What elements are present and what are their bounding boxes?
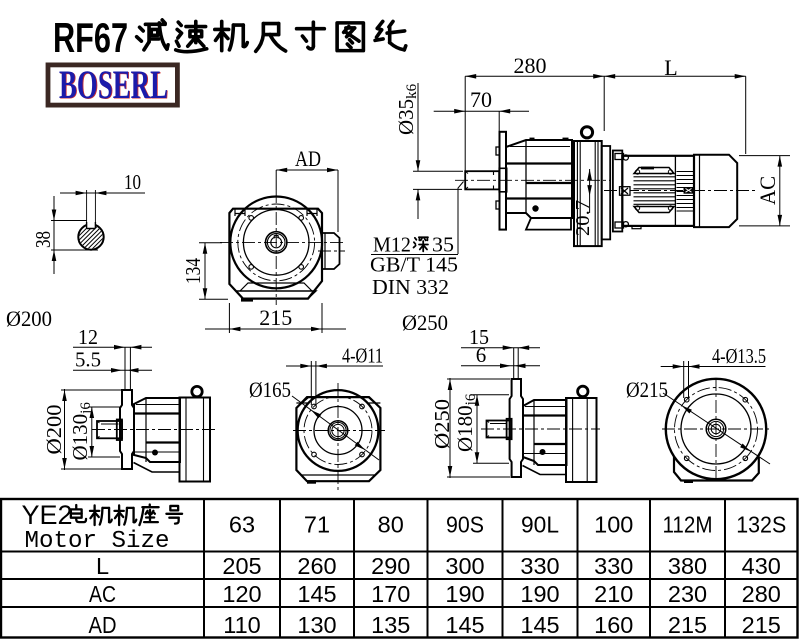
svg-text:Ø250: Ø250 [402, 310, 448, 335]
svg-text:135: 135 [371, 612, 410, 638]
svg-text:215: 215 [742, 612, 781, 638]
svg-text:134: 134 [181, 258, 205, 284]
svg-text:210: 210 [594, 581, 633, 607]
svg-text:DIN 332: DIN 332 [372, 275, 449, 299]
svg-text:330: 330 [594, 553, 633, 579]
svg-text:260: 260 [297, 553, 336, 579]
svg-text:90S: 90S [446, 512, 484, 538]
svg-text:280: 280 [514, 53, 547, 78]
svg-text:12: 12 [78, 325, 98, 349]
svg-text:230: 230 [668, 581, 707, 607]
svg-text:L: L [664, 55, 677, 80]
svg-text:205: 205 [222, 553, 261, 579]
svg-text:71: 71 [304, 512, 330, 538]
svg-text:380: 380 [668, 553, 707, 579]
svg-text:RF67: RF67 [53, 14, 128, 61]
svg-text:170: 170 [371, 581, 410, 607]
svg-text:GB/T 145: GB/T 145 [370, 253, 458, 277]
svg-text:63: 63 [229, 512, 255, 538]
svg-text:280: 280 [742, 581, 781, 607]
svg-text:132S: 132S [736, 512, 786, 538]
svg-text:145: 145 [297, 581, 336, 607]
svg-text:80: 80 [378, 512, 404, 538]
svg-text:BOSERL: BOSERL [60, 62, 169, 107]
svg-text:110: 110 [223, 612, 260, 638]
svg-text:145: 145 [520, 612, 559, 638]
svg-text:130: 130 [297, 612, 336, 638]
svg-text:BOSERL: BOSERL [59, 62, 168, 107]
svg-text:Motor Size: Motor Size [25, 528, 170, 555]
svg-text:5.5: 5.5 [75, 348, 101, 372]
svg-text:20.7: 20.7 [572, 200, 594, 236]
svg-text:4-Ø11: 4-Ø11 [342, 344, 383, 368]
svg-text:190: 190 [520, 581, 559, 607]
svg-text:4-Ø13.5: 4-Ø13.5 [712, 344, 766, 368]
svg-text:M12: M12 [373, 233, 411, 257]
svg-text:Ø250: Ø250 [430, 399, 454, 449]
svg-text:70: 70 [470, 87, 492, 112]
svg-text:90L: 90L [521, 512, 559, 538]
svg-text:Ø200: Ø200 [42, 405, 66, 455]
svg-text:290: 290 [371, 553, 410, 579]
svg-text:190: 190 [445, 581, 484, 607]
svg-text:L: L [96, 553, 109, 579]
svg-text:120: 120 [222, 581, 261, 607]
svg-text:300: 300 [445, 553, 484, 579]
svg-text:6: 6 [476, 343, 487, 367]
svg-text:35: 35 [432, 233, 454, 257]
svg-text:145: 145 [445, 612, 484, 638]
svg-text:112M: 112M [663, 512, 713, 538]
svg-text:AC: AC [89, 581, 116, 607]
svg-text:430: 430 [742, 553, 781, 579]
svg-text:Ø165: Ø165 [249, 377, 291, 402]
svg-text:10: 10 [124, 170, 141, 194]
svg-text:AD: AD [89, 612, 117, 638]
svg-text:38: 38 [31, 231, 55, 248]
svg-text:YE2: YE2 [22, 500, 73, 530]
svg-text:Ø215: Ø215 [626, 377, 668, 402]
svg-text:Ø200: Ø200 [6, 306, 52, 331]
svg-text:330: 330 [520, 553, 559, 579]
svg-text:215: 215 [668, 612, 707, 638]
svg-text:100: 100 [594, 512, 633, 538]
svg-text:15: 15 [469, 325, 489, 349]
svg-text:160: 160 [594, 612, 633, 638]
svg-text:AD: AD [295, 146, 321, 171]
svg-text:AC: AC [755, 176, 780, 205]
svg-text:215: 215 [259, 305, 292, 330]
